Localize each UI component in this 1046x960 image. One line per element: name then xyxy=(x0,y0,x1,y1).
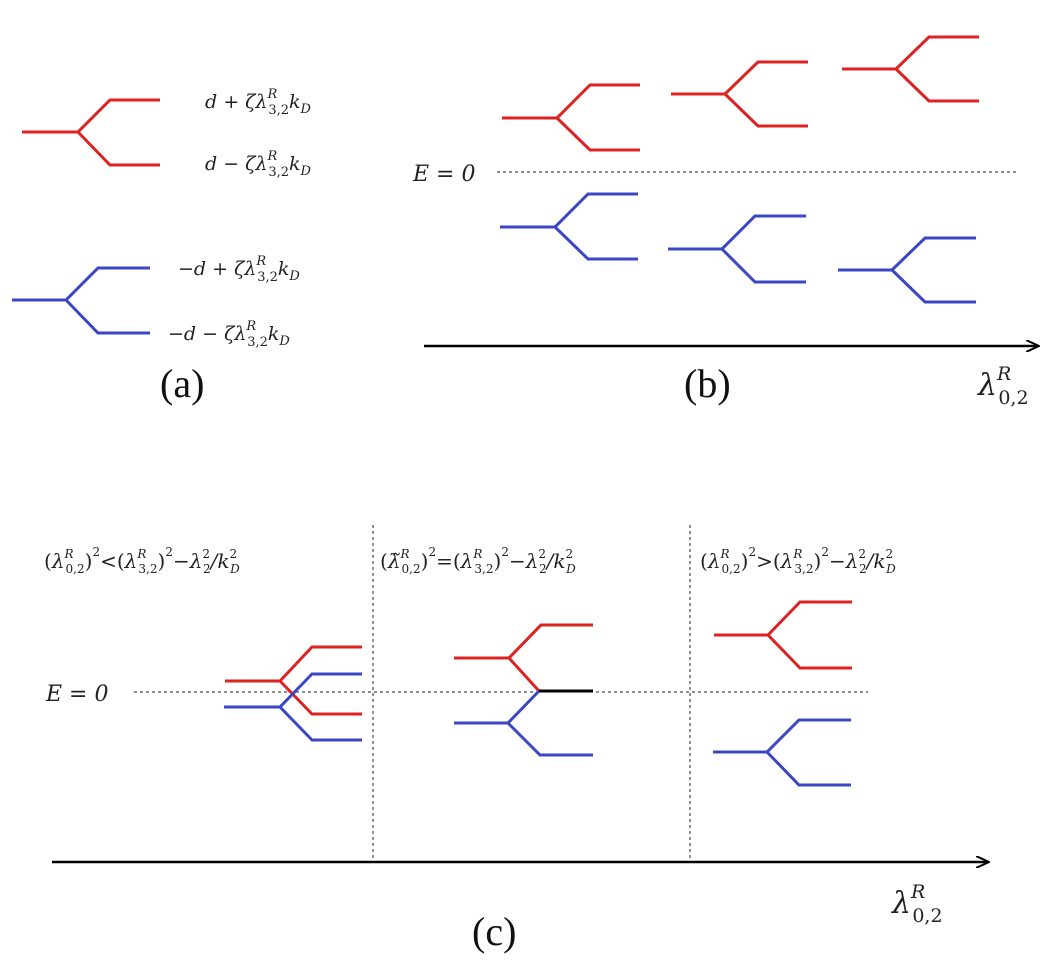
panel-b-blue-fork-2 xyxy=(668,214,806,284)
panel-a-red-fork xyxy=(22,98,160,167)
panel-c-caption: (c) xyxy=(472,909,516,954)
panel-c-region-3-red-fork xyxy=(714,600,852,670)
panel-a-blue-fork xyxy=(12,266,150,335)
panel-b-red-fork-3 xyxy=(842,35,979,103)
panel-c-region-3-blue-fork xyxy=(713,718,851,787)
panel-c-region-1-red-fork xyxy=(225,645,362,716)
panel-b-red-fork-1 xyxy=(502,83,640,152)
panel-b-caption: (b) xyxy=(684,361,731,406)
panel-b-blue-fork-1 xyxy=(500,192,638,261)
panel-b-blue-fork-3 xyxy=(838,236,976,304)
panel-b-zero-label: E = 0 xyxy=(412,162,475,187)
panel-c-region-1-blue-fork xyxy=(224,672,362,742)
panel-b-red-fork-2 xyxy=(671,60,808,128)
panel-c-region-2-red-fork xyxy=(454,623,593,693)
panel-c-region-2-blue-fork xyxy=(454,689,593,757)
panel-c-zero-label: E = 0 xyxy=(45,682,108,707)
panel-a-caption: (a) xyxy=(160,361,204,406)
